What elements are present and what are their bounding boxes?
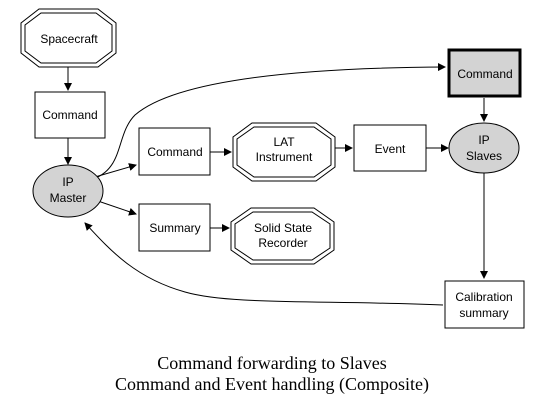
edge-ip-master-to-summary — [94, 199, 137, 216]
calibration-line1: Calibration — [455, 290, 512, 304]
command-mid-label: Command — [147, 145, 202, 159]
edge-ip-master-to-command-mid — [94, 163, 137, 178]
node-command-right: Command — [447, 48, 522, 98]
edges — [64, 63, 488, 306]
node-spacecraft: Spacecraft — [20, 8, 117, 68]
node-event: Event — [353, 124, 427, 172]
caption: Command forwarding to Slaves Command and… — [115, 353, 429, 395]
ip-slaves-line2: Slaves — [466, 149, 502, 163]
lat-instrument-line1: LAT — [273, 135, 295, 149]
node-ip-master: IP Master — [32, 164, 104, 218]
node-command-mid: Command — [138, 127, 211, 176]
edge-ip-master-to-command-right — [89, 63, 446, 181]
calibration-line2: summary — [459, 306, 508, 320]
recorder-line1: Solid State — [254, 221, 312, 235]
ip-master-line2: Master — [50, 191, 87, 205]
edge-calibration-to-ip-master — [84, 222, 444, 306]
node-summary: Summary — [138, 203, 211, 252]
node-lat-instrument: LAT Instrument — [232, 122, 336, 182]
caption-line2: Command and Event handling (Composite) — [115, 374, 429, 395]
node-calibration-summary: Calibration summary — [444, 280, 525, 329]
event-label: Event — [375, 142, 406, 156]
caption-line1: Command forwarding to Slaves — [157, 353, 386, 373]
spacecraft-label: Spacecraft — [40, 32, 98, 46]
node-ip-slaves: IP Slaves — [448, 122, 520, 174]
node-command-top: Command — [34, 91, 106, 139]
recorder-line2: Recorder — [258, 236, 307, 250]
command-top-label: Command — [42, 108, 97, 122]
ip-master-line1: IP — [62, 175, 73, 189]
ip-slaves-line1: IP — [478, 133, 489, 147]
command-right-label: Command — [457, 67, 512, 81]
lat-instrument-line2: Instrument — [256, 150, 313, 164]
summary-label: Summary — [149, 221, 200, 235]
node-solid-state-recorder: Solid State Recorder — [230, 207, 335, 265]
